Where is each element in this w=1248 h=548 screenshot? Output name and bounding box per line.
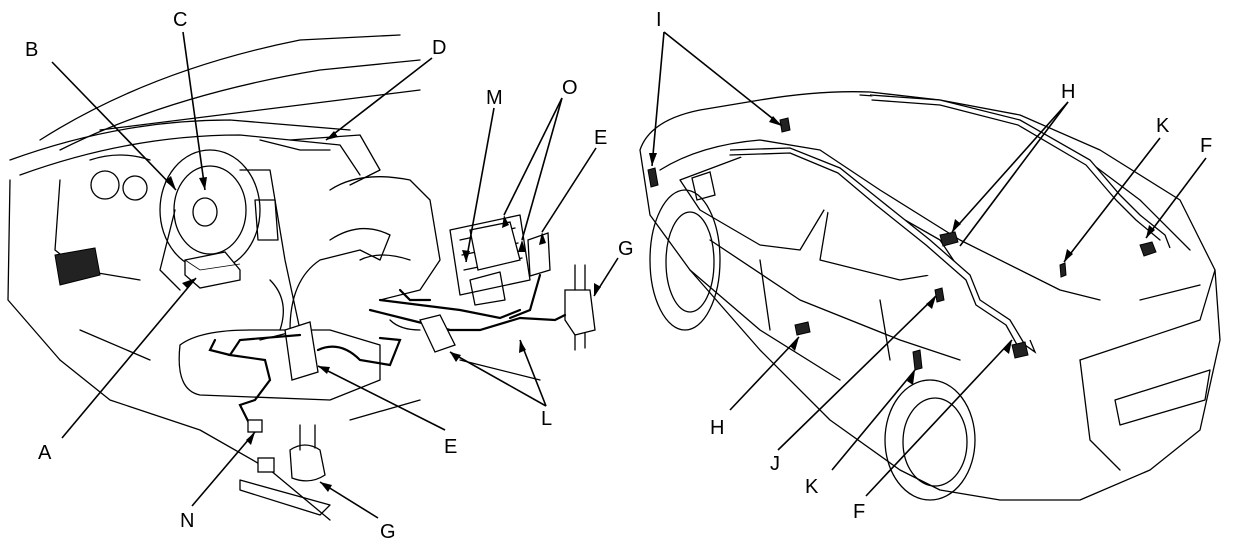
callout-label-i: I (656, 9, 662, 31)
callout-label-m: M (486, 87, 503, 109)
callout-label-c: C (173, 9, 187, 31)
callout-leaders (51, 31, 1207, 519)
callout-label-o: O (562, 77, 578, 99)
interior-view (7, 34, 596, 521)
interior-callout-labels: A B C D E E G G L M N O (25, 9, 634, 543)
callout-label-g-right: G (618, 238, 634, 260)
callout-arrowheads (165, 116, 1155, 492)
callout-label-l: L (541, 408, 552, 430)
callout-label-h-top: H (1061, 81, 1075, 103)
callout-label-a: A (38, 442, 52, 464)
callout-label-n: N (180, 510, 194, 532)
callout-label-f-bottom: F (853, 501, 865, 523)
callout-label-d: D (432, 37, 446, 59)
callout-label-h-bottom: H (710, 417, 724, 439)
exterior-view (639, 91, 1221, 501)
callout-label-k-bottom: K (805, 476, 819, 498)
callout-label-b: B (25, 39, 38, 61)
callout-label-f-right: F (1200, 135, 1212, 157)
callout-label-k-top: K (1156, 115, 1170, 137)
callout-label-g-bottom: G (380, 521, 396, 543)
callout-label-e-bottom: E (444, 436, 457, 458)
callout-label-e-right: E (594, 127, 607, 149)
exterior-callout-labels: F F H H I J K K (656, 9, 1212, 523)
callout-label-j: J (770, 453, 780, 475)
